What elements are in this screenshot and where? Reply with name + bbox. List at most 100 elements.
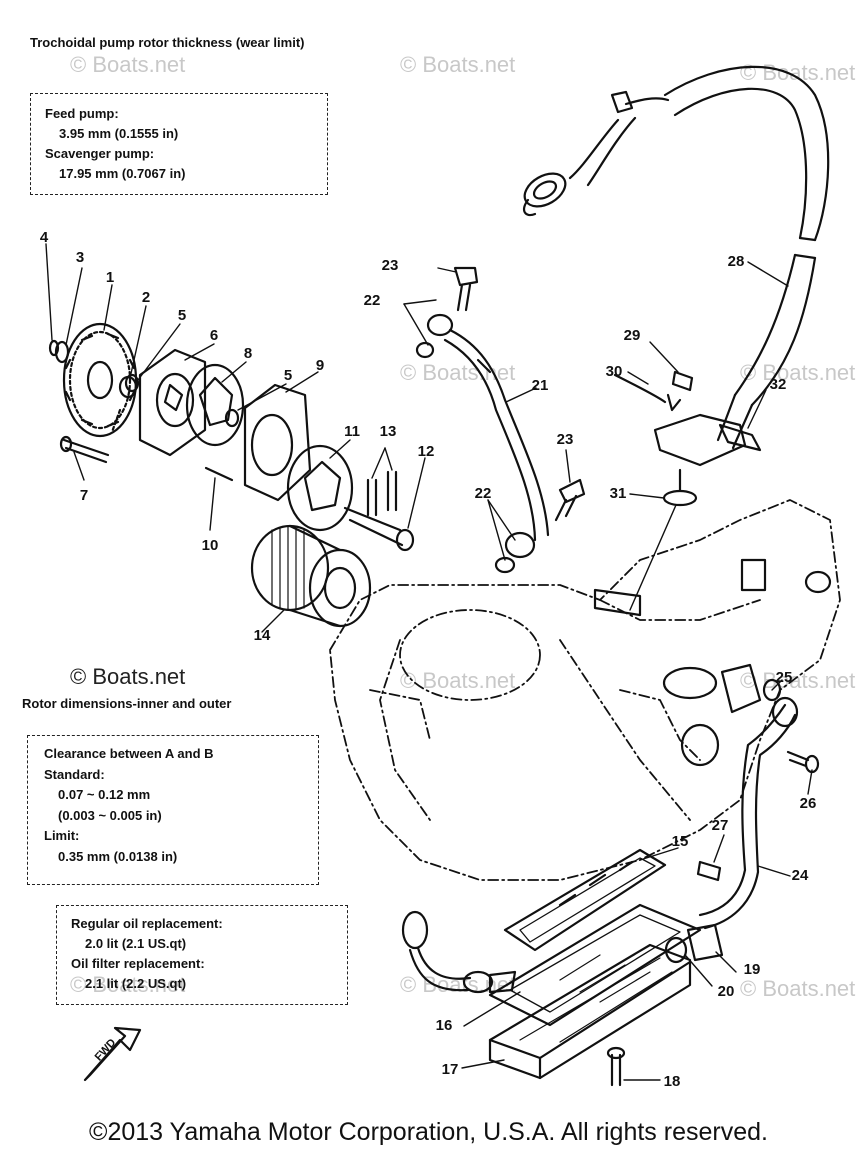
callout-number-22: 22: [364, 292, 381, 309]
callout-number-5: 5: [178, 307, 186, 324]
rotor-thickness-title: Trochoidal pump rotor thickness (wear li…: [30, 35, 305, 50]
callout-number-20: 20: [718, 983, 735, 1000]
callout-number-9: 9: [316, 357, 324, 374]
callout-number-11: 11: [344, 423, 360, 440]
callout-number-17: 17: [442, 1061, 459, 1078]
callout-number-27: 27: [712, 817, 729, 834]
union-bolt-23: [554, 478, 586, 522]
callout-number-24: 24: [792, 867, 809, 884]
callout-number-1: 1: [106, 269, 114, 286]
plate-31: [613, 373, 667, 404]
hose-clamp-plate: [653, 413, 747, 467]
callout-number-22: 22: [475, 485, 492, 502]
oil-hose-28: [522, 65, 830, 450]
callout-number-3: 3: [76, 249, 84, 266]
callout-number-14: 14: [254, 627, 271, 644]
callout-number-16: 16: [436, 1017, 453, 1034]
watermark: © Boats.net: [740, 976, 856, 1001]
limit-label: Limit:: [44, 828, 80, 844]
oil-strainer-16: [488, 903, 702, 1027]
watermark: © Boats.net: [740, 360, 856, 385]
bolt-26: [786, 750, 810, 768]
rotor-11: [286, 444, 354, 532]
oil-delivery-pipe: [401, 910, 517, 994]
bolt-29: [671, 370, 694, 392]
clearance-label: Clearance between A and B: [44, 746, 214, 761]
fitting-19: [686, 923, 724, 962]
callout-number-21: 21: [532, 377, 549, 394]
case-boss: [662, 666, 718, 700]
clip-32: [718, 423, 762, 452]
callout-number-31: 31: [610, 485, 627, 502]
scavenger-pump-value: 17.95 mm (0.7067 in): [59, 166, 186, 182]
watermark: © Boats.net: [740, 668, 856, 693]
scavenger-pump-label: Scavenger pump:: [45, 146, 155, 162]
standard-mm: 0.07 ~ 0.12 mm: [58, 787, 151, 803]
standard-in: (0.003 ~ 0.005 in): [58, 807, 162, 823]
strainer-cover-17: [488, 943, 692, 1080]
pump-drive-gear-1: [62, 322, 138, 438]
o-ring-25: [762, 678, 782, 702]
oil-pipe-24: [698, 696, 799, 930]
callout-number-5: 5: [284, 367, 292, 384]
pump-spec-box: Feed pump: 3.95 mm (0.1555 in) Scavenger…: [30, 93, 328, 195]
callout-number-23: 23: [557, 431, 574, 448]
oil-capacity-box: Regular oil replacement: 2.0 lit (2.1 US…: [56, 905, 348, 1005]
watermark: © Boats.net: [70, 52, 186, 77]
callout-number-18: 18: [664, 1073, 681, 1090]
bolt-18: [610, 1053, 622, 1087]
rotor-clearance-box: Clearance between A and B Standard: 0.07…: [27, 735, 319, 885]
feed-pump-value: 3.95 mm (0.1555 in): [59, 126, 179, 142]
copyright-notice: ©2013 Yamaha Motor Corporation, U.S.A. A…: [89, 1118, 768, 1146]
pin-10: [204, 466, 234, 482]
watermark: © Boats.net: [70, 972, 186, 997]
callout-number-32: 32: [770, 376, 787, 393]
feed-pump-label: Feed pump:: [45, 106, 119, 121]
watermark: © Boats.net: [400, 52, 516, 77]
oil-filter-14: [250, 524, 372, 628]
pump-shaft: [343, 506, 404, 547]
union-bolt-23: [453, 266, 479, 312]
washer-5: [224, 408, 240, 428]
callout-number-29: 29: [624, 327, 641, 344]
watermark: © Boats.net: [400, 972, 516, 997]
callout-number-6: 6: [210, 327, 218, 344]
callout-number-4: 4: [40, 229, 49, 246]
filter-oil-value: 2.1 lit (2.2 US.qt): [85, 976, 187, 992]
boats-net-mark: © Boats.net: [70, 664, 186, 689]
callout-number-30: 30: [606, 363, 623, 380]
o-ring-20: [664, 936, 688, 964]
pin-12: [395, 528, 415, 552]
limit-value: 0.35 mm (0.0138 in): [58, 848, 178, 864]
callout-number-2: 2: [142, 289, 150, 306]
rotor-8: [185, 363, 245, 447]
standard-label: Standard:: [44, 766, 105, 782]
rotor-dimensions-title: Rotor dimensions-inner and outer: [22, 696, 232, 711]
callout-number-12: 12: [418, 443, 435, 460]
callout-number-8: 8: [244, 345, 252, 362]
callout-number-15: 15: [672, 833, 689, 850]
watermark: © Boats.net: [400, 360, 516, 385]
callout-number-13: 13: [380, 423, 397, 440]
oil-pipe-21: [415, 313, 550, 574]
callout-number-25: 25: [776, 669, 793, 686]
callout-number-19: 19: [744, 961, 761, 978]
callout-number-10: 10: [202, 537, 219, 554]
watermark: © Boats.net: [740, 60, 856, 85]
fwd-arrow-icon: [83, 1026, 142, 1082]
pump-housing-9: [243, 383, 312, 502]
washer-4: [48, 339, 60, 357]
dowel-pins-13: [366, 470, 398, 517]
bolt-27: [696, 860, 722, 882]
circlip-3: [54, 340, 70, 364]
oil-fitting: [720, 663, 762, 714]
callout-number-28: 28: [728, 253, 745, 270]
callout-leaders: [45, 243, 813, 1081]
watermark: © Boats.net: [400, 668, 516, 693]
exploded-parts-diagram: 1234556789101112131415161718192021222223…: [40, 65, 841, 1090]
washer-5: [124, 373, 140, 393]
strainer-gasket-15: [503, 848, 667, 952]
filter-oil-label: Oil filter replacement:: [71, 956, 205, 972]
callout-number-26: 26: [800, 795, 817, 812]
callout-number-23: 23: [382, 257, 399, 274]
